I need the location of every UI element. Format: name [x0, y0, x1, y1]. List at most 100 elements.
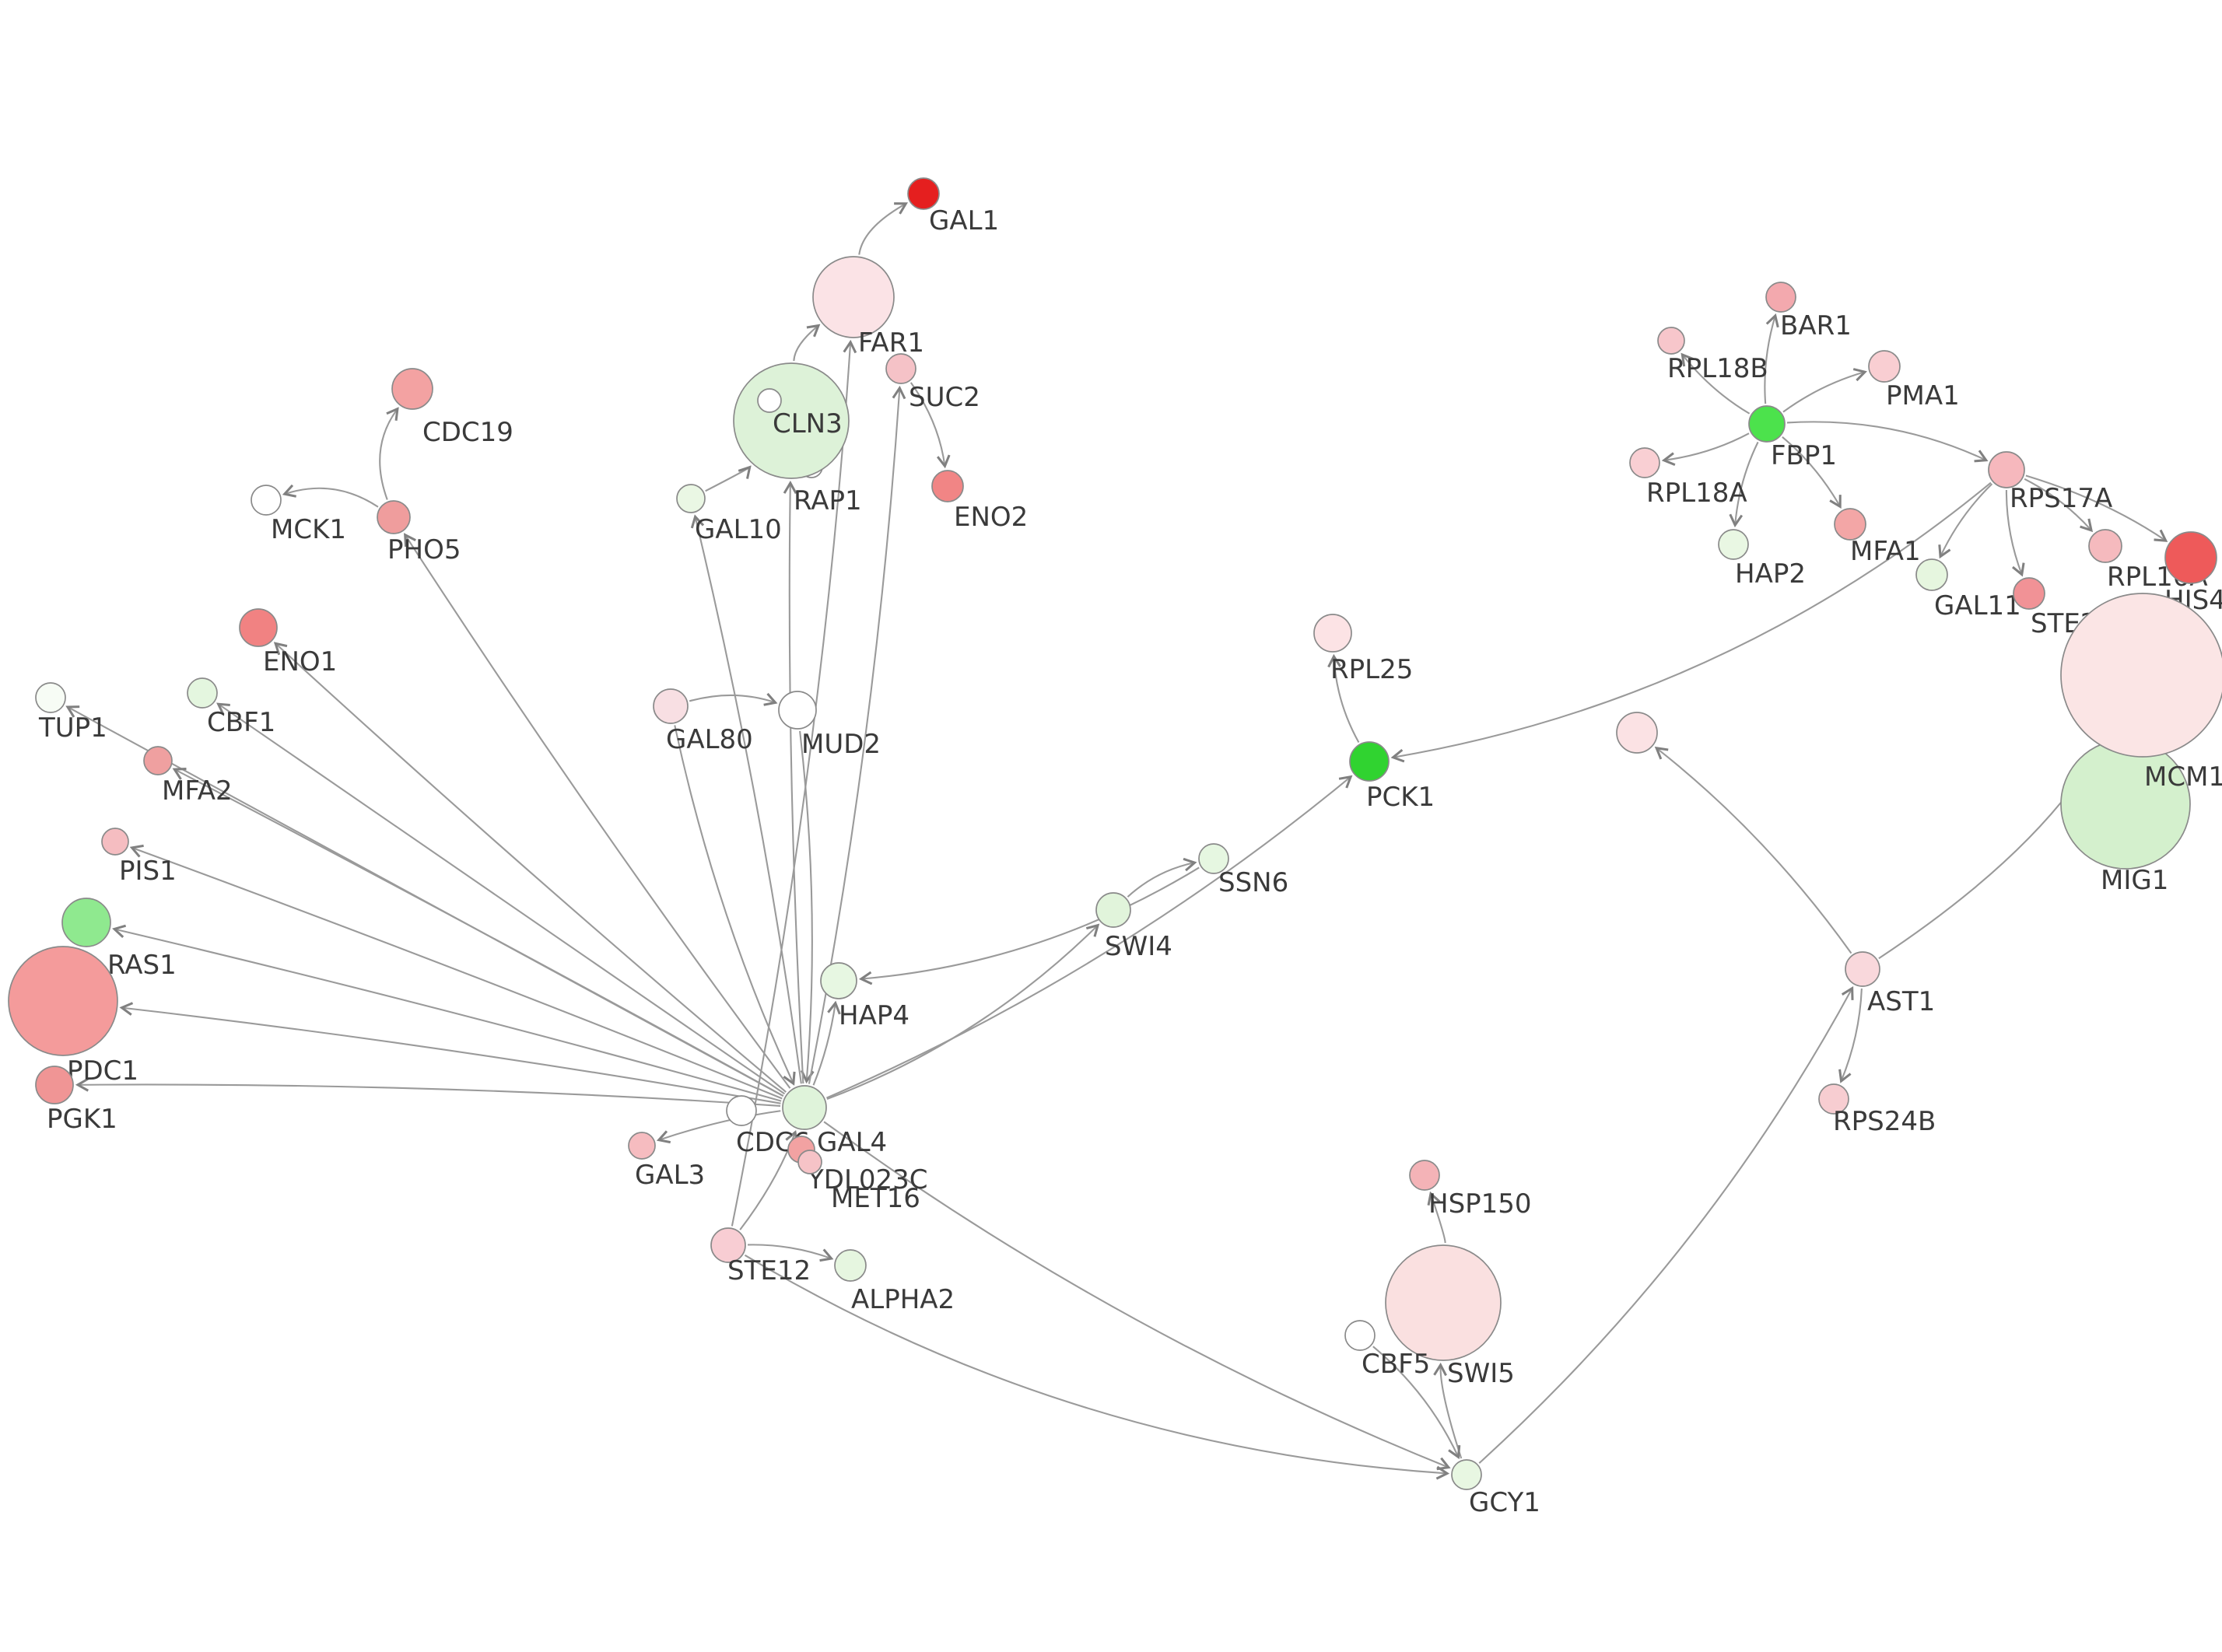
node-SUC2[interactable] [885, 353, 916, 384]
edge-GAL4-PCK1[interactable] [826, 775, 1353, 1099]
node-AST1[interactable] [1845, 951, 1880, 987]
node-GAL3[interactable] [628, 1132, 656, 1160]
node-CBF5[interactable] [1344, 1320, 1376, 1351]
node-PGK1[interactable] [35, 1066, 74, 1104]
edge-PHO5-CDC19[interactable] [379, 407, 399, 500]
node-RPL18A[interactable] [1629, 447, 1660, 478]
node-ENO1[interactable] [239, 608, 278, 647]
edge-GAL80-GAL4[interactable] [674, 725, 796, 1086]
node-MIG1[interactable] [2060, 739, 2191, 870]
edge-SWI4-SSN6[interactable] [1127, 857, 1197, 898]
edge-GAL10-CLN3[interactable] [705, 465, 752, 492]
node-MCM1[interactable] [2060, 593, 2222, 758]
node-PDC1[interactable] [8, 946, 118, 1056]
node-PMA1[interactable] [1868, 350, 1901, 383]
edge-FAR1-GAL1[interactable] [858, 202, 909, 255]
node-GAL10[interactable] [676, 484, 706, 513]
edge-SUC2-ENO2[interactable] [909, 382, 951, 469]
edge-STE12-ALPHA2[interactable] [747, 1244, 834, 1262]
edge-AST1-RPS24B[interactable] [1838, 988, 1863, 1083]
edge-CLN3-FAR1[interactable] [793, 324, 821, 362]
node-GAL11[interactable] [1915, 558, 1948, 591]
node-MFA2[interactable] [143, 746, 173, 775]
edge-PHO5-MCK1[interactable] [282, 484, 379, 508]
edge-GAL4-MFA2[interactable] [172, 768, 784, 1097]
edge-GAL4-RAS1[interactable] [112, 924, 782, 1102]
node-SWI4[interactable] [1095, 892, 1131, 928]
edge-RPS17A-RPL16A[interactable] [2024, 478, 2094, 533]
node-MET16[interactable] [797, 1150, 822, 1174]
node-SWI5[interactable] [1385, 1244, 1502, 1361]
node-dot1[interactable] [757, 388, 782, 413]
node-CBF1[interactable] [187, 677, 218, 709]
node-PHO5[interactable] [377, 500, 411, 534]
edge-AST1-node58[interactable] [1654, 746, 1852, 954]
edge-GCY1-AST1[interactable] [1478, 985, 1854, 1464]
node-RPS24B[interactable] [1818, 1083, 1849, 1115]
node-STE2[interactable] [2013, 577, 2045, 610]
edge-FBP1-RPL18A[interactable] [1661, 432, 1750, 467]
edge-STE12-GCY1[interactable] [744, 1254, 1450, 1480]
node-node58[interactable] [1616, 712, 1658, 754]
node-PCK1[interactable] [1349, 741, 1390, 782]
node-SSN6[interactable] [1198, 843, 1229, 874]
node-MFA1[interactable] [1834, 508, 1866, 541]
edge-GCY1-SWI5[interactable] [1433, 1362, 1463, 1459]
node-FBP1[interactable] [1748, 405, 1786, 443]
node-RAS1[interactable] [61, 898, 111, 947]
edge-GAL4-PHO5[interactable] [404, 533, 791, 1089]
edge-FBP1-MFA1[interactable] [1782, 436, 1842, 509]
node-GAL80[interactable] [653, 688, 689, 724]
edge-SSN6-HAP4[interactable] [858, 866, 1200, 985]
edge-FBP1-RPL18B[interactable] [1681, 352, 1751, 415]
edge-RPS17A-GAL11[interactable] [1938, 483, 1993, 559]
node-ENO2[interactable] [931, 470, 964, 502]
edge-GAL4-ENO1[interactable] [273, 642, 787, 1093]
node-RPL25[interactable] [1313, 614, 1352, 653]
edge-FBP1-PMA1[interactable] [1782, 368, 1867, 413]
node-RPL18B[interactable] [1657, 327, 1685, 355]
edge-GAL4-GCY1[interactable] [823, 1121, 1451, 1471]
node-HIS4[interactable] [2164, 531, 2217, 584]
node-HAP4[interactable] [820, 962, 857, 999]
node-GAL4[interactable] [782, 1085, 827, 1130]
edge-GAL4-PDC1[interactable] [119, 1002, 781, 1104]
node-FAR1[interactable] [812, 256, 895, 338]
edge-RPS17A-STE2[interactable] [2005, 489, 2025, 577]
edge-RPS17A-HIS4[interactable] [2025, 474, 2168, 542]
edge-GAL4-GAL3[interactable] [656, 1110, 781, 1144]
node-HSP150[interactable] [1409, 1160, 1440, 1191]
node-RPL16A[interactable] [2088, 529, 2122, 563]
node-PIS1[interactable] [101, 828, 129, 856]
edge-GAL4-PIS1[interactable] [129, 844, 783, 1100]
node-RPS17A[interactable] [1988, 451, 2025, 488]
edge-FBP1-RPS17A[interactable] [1786, 421, 1989, 463]
edge-SWI5-HSP150[interactable] [1427, 1191, 1446, 1244]
node-MUD2[interactable] [778, 691, 817, 730]
node-CDC19[interactable] [391, 368, 433, 410]
node-GAL1[interactable] [907, 177, 940, 210]
edge-RPS17A-PCK1[interactable] [1390, 481, 1992, 763]
edge-GAL4-PGK1[interactable] [75, 1077, 781, 1107]
edge-GAL80-MUD2[interactable] [689, 692, 778, 706]
edge-MUD2-GAL4[interactable] [799, 730, 815, 1084]
edge-GAL4-CBF1[interactable] [216, 702, 786, 1095]
edge-PCK1-RPL25[interactable] [1327, 653, 1360, 744]
node-STE12[interactable] [710, 1227, 746, 1263]
edge-GAL4-GAL10[interactable] [690, 514, 802, 1084]
edge-FBP1-BAR1[interactable] [1764, 313, 1779, 404]
node-MCK1[interactable] [251, 485, 282, 516]
edge-GAL4-CLN3[interactable] [783, 480, 804, 1084]
edge-STE12-FAR1[interactable] [731, 339, 857, 1227]
node-HAP2[interactable] [1718, 529, 1749, 560]
node-ALPHA2[interactable] [834, 1249, 867, 1282]
node-TUP1[interactable] [35, 682, 66, 713]
node-CDC6[interactable] [726, 1095, 757, 1126]
edge-FBP1-HAP2[interactable] [1729, 441, 1759, 528]
edge-CBF5-GCY1[interactable] [1372, 1346, 1461, 1460]
edge-GAL4-SWI4[interactable] [826, 923, 1100, 1101]
node-GCY1[interactable] [1451, 1459, 1482, 1490]
node-BAR1[interactable] [1765, 282, 1796, 313]
edge-GAL4-HAP4[interactable] [812, 1000, 841, 1086]
